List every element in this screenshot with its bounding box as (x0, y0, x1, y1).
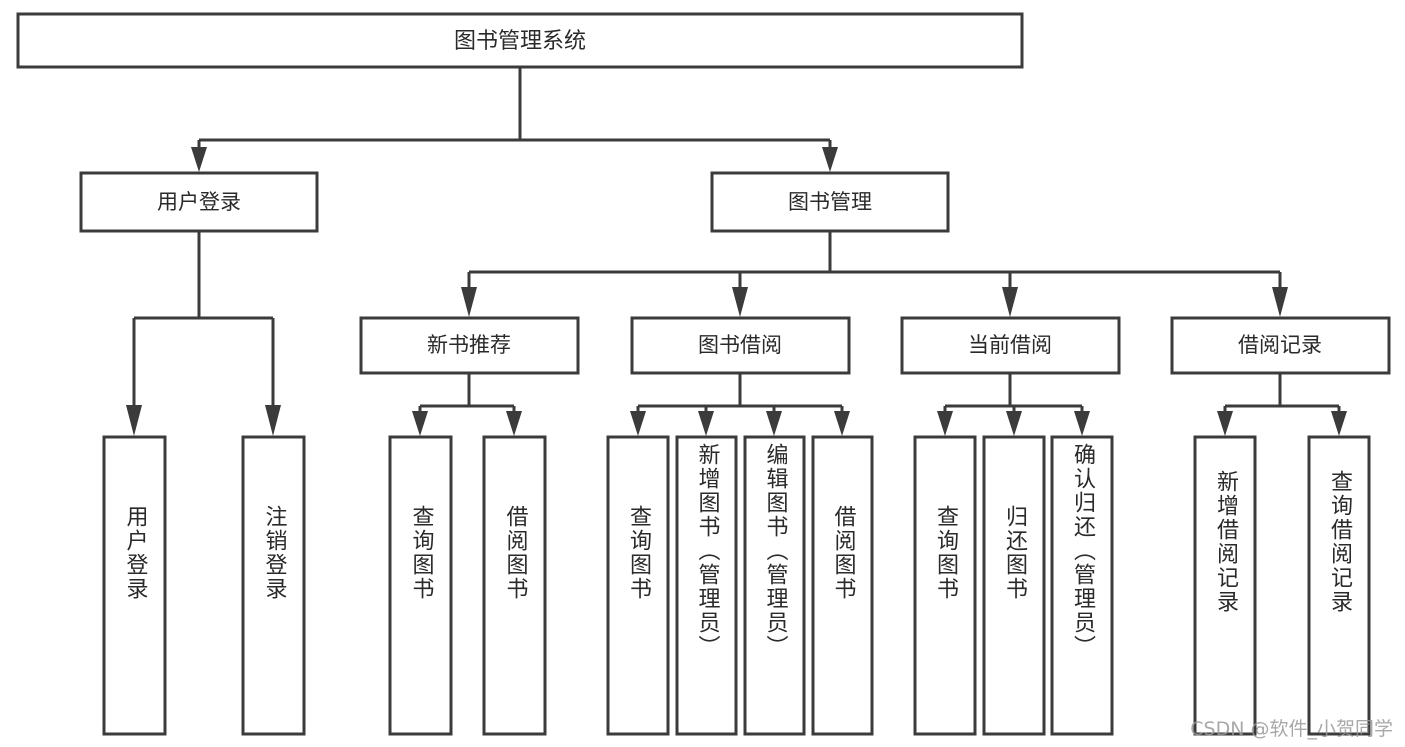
node-borrow-record-box (1170, 316, 1391, 375)
node-new-book-recommend-label: 新书推荐 (427, 333, 511, 357)
node-leaf-bb-query-book-box (606, 435, 670, 736)
node-leaf-nb-query-book-box (388, 435, 453, 736)
arrow-head-to-new-book (461, 287, 477, 317)
node-book-manage: 图书管理 (710, 171, 950, 233)
node-current-borrow: 当前借阅 (900, 316, 1121, 375)
arrow-head-book-borrow-leaf-1 (630, 411, 646, 436)
arrow-head-book-borrow-leaf-4 (834, 411, 850, 436)
arrow-head-to-book-borrow (732, 287, 748, 317)
node-borrow-record-label: 借阅记录 (1238, 333, 1322, 357)
node-current-borrow-box (900, 316, 1121, 375)
arrow-head-new-book-leaf-1 (412, 411, 428, 436)
arrow-head-book-borrow-leaf-2 (698, 411, 714, 436)
node-root-label: 图书管理系统 (454, 29, 586, 54)
node-book-manage-box (710, 171, 950, 233)
node-leaf-nb-borrow-book-box (482, 435, 547, 736)
node-new-book-recommend-box (359, 316, 580, 375)
node-leaf-cb-confirm-return-box (1050, 435, 1114, 736)
node-user-login: 用户登录 (79, 171, 319, 233)
arrow-head-root-to-user-login (191, 147, 207, 172)
arrow-head-borrow-record-leaf-2 (1331, 411, 1347, 436)
node-leaf-cb-return-book-box (982, 435, 1046, 736)
node-leaf-br-add-record-box (1193, 435, 1257, 736)
node-leaf-user-login-box (102, 435, 167, 736)
arrow-head-new-book-leaf-2 (506, 411, 522, 436)
node-leaf-cb-query-book-box (913, 435, 977, 736)
node-root: 图书管理系统 (16, 12, 1024, 69)
node-book-borrow: 图书借阅 (630, 316, 851, 375)
arrow-head-root-to-book-manage (822, 147, 838, 172)
arrow-head-current-borrow-leaf-2 (1006, 411, 1022, 436)
arrow-head-current-borrow-leaf-3 (1074, 411, 1090, 436)
node-new-book-recommend: 新书推荐 (359, 316, 580, 375)
arrow-head-book-borrow-leaf-3 (766, 411, 782, 436)
arrow-head-to-current-borrow (1002, 287, 1018, 317)
node-book-borrow-box (630, 316, 851, 375)
arrow-head-borrow-record-leaf-1 (1217, 411, 1233, 436)
arrow-head-user-login-leaf-2 (265, 405, 281, 436)
node-root-box (16, 12, 1024, 69)
node-book-borrow-label: 图书借阅 (698, 333, 782, 357)
node-leaf-bb-borrow-book-box (811, 435, 874, 736)
node-leaf-br-query-record-box (1307, 435, 1371, 736)
node-user-login-label: 用户登录 (157, 190, 241, 214)
node-leaf-bb-add-book-box (675, 435, 738, 736)
arrow-head-to-borrow-record (1272, 287, 1288, 317)
arrow-head-user-login-leaf-1 (126, 405, 142, 436)
node-current-borrow-label: 当前借阅 (968, 333, 1052, 357)
node-leaf-user-logout-box (241, 435, 306, 736)
node-leaf-bb-edit-book-box (743, 435, 806, 736)
arrow-head-current-borrow-leaf-1 (937, 411, 953, 436)
node-book-manage-label: 图书管理 (788, 190, 872, 214)
node-borrow-record: 借阅记录 (1170, 316, 1391, 375)
